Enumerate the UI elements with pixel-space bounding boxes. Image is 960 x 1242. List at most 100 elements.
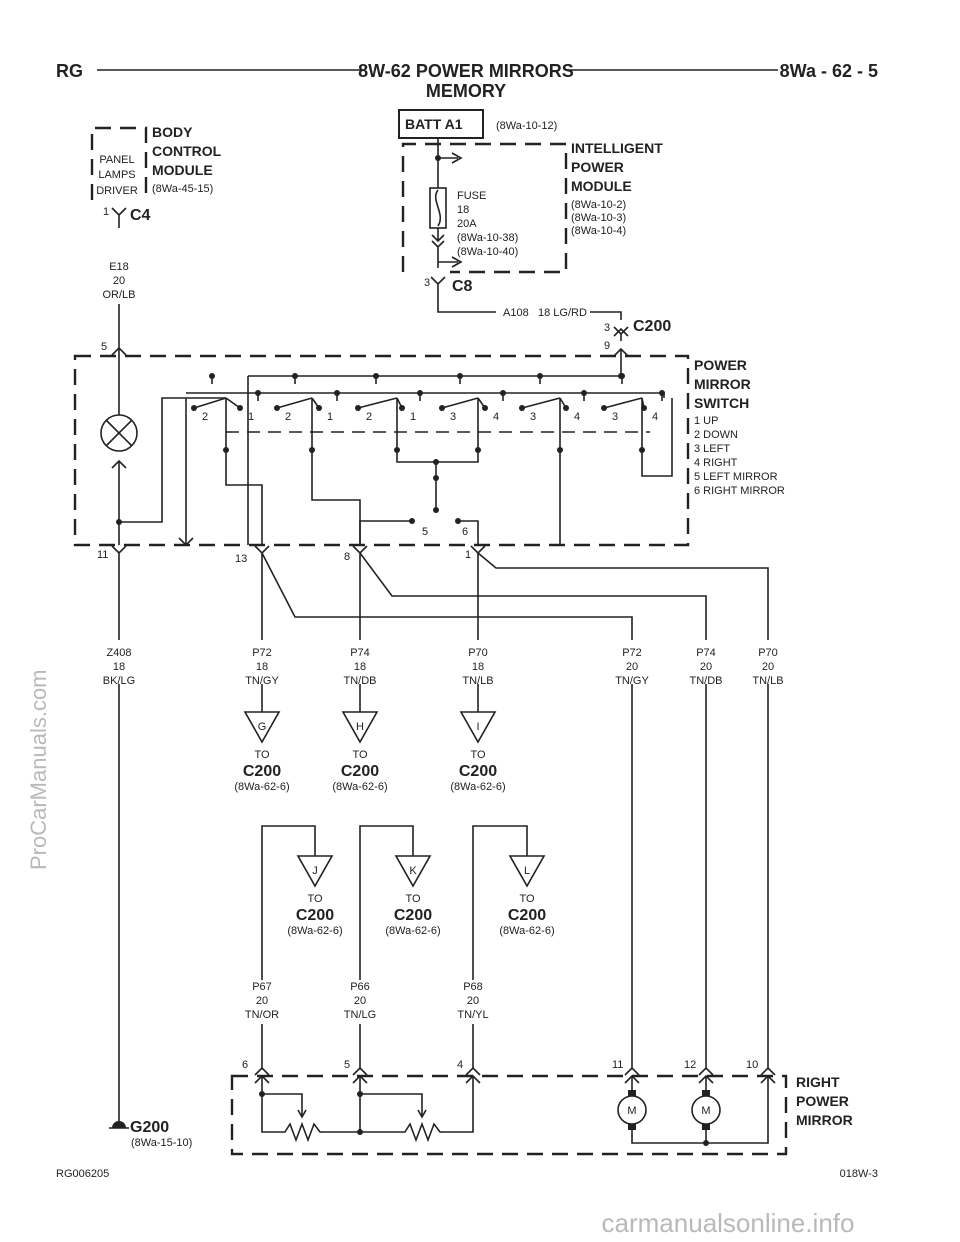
fuse-label-5: (8Wa-10-40) — [457, 246, 518, 258]
pms-legend-4: 4 RIGHT — [694, 457, 738, 469]
batt-a1-label: BATT A1 — [405, 116, 463, 132]
rpm-pin-4: 4 — [457, 1059, 463, 1071]
wire-e18-gauge: 20 — [113, 275, 125, 287]
ipm-connector: C8 — [452, 278, 473, 295]
offpage-to: TO — [405, 893, 421, 905]
low-wire-label: P67 — [252, 981, 272, 993]
pms-pin-11: 11 — [97, 549, 108, 561]
selector-6: 6 — [462, 526, 468, 538]
rpm-pin-5: 5 — [344, 1059, 350, 1071]
wire-e18-circuit: E18 — [109, 261, 129, 273]
footer-left: RG006205 — [56, 1168, 109, 1180]
offpage-conn: C200 — [394, 907, 432, 924]
pms-pin-13: 13 — [235, 553, 247, 565]
fuse-label-4: (8Wa-10-38) — [457, 232, 518, 244]
mid-wire-label: TN/GY — [245, 675, 279, 687]
bcm-ref: (8Wa-45-15) — [152, 183, 213, 195]
motor-2-label: M — [701, 1105, 710, 1117]
body-control-module: PANEL LAMPS DRIVER BODY CONTROL MODULE (… — [90, 124, 222, 228]
offpage-ref: (8Wa-62-6) — [450, 781, 505, 793]
selector-5: 5 — [422, 526, 428, 538]
switch-contact-label: 3 — [450, 411, 456, 423]
pms-pin-5: 5 — [101, 341, 107, 353]
offpage-letter: J — [312, 865, 318, 877]
ipm-ref-3: (8Wa-10-4) — [571, 225, 626, 237]
bcm-title-1: BODY — [152, 124, 193, 140]
rpm-pin-11: 11 — [612, 1059, 623, 1071]
pms-legend-2: 2 DOWN — [694, 429, 738, 441]
watermark-bottom: carmanualsonline.info — [602, 1208, 855, 1238]
switch-contact-label: 2 — [202, 411, 208, 423]
offpage-ref: (8Wa-62-6) — [385, 925, 440, 937]
motor-icon: M — [617, 1095, 647, 1125]
bcm-title-3: MODULE — [152, 162, 213, 178]
mid-wire-label: TN/DB — [344, 675, 377, 687]
mid-wire-label: P70 — [468, 647, 488, 659]
header-left: RG — [56, 61, 83, 81]
header-title-line1: 8W-62 POWER MIRRORS — [358, 61, 574, 81]
mid-wire-label: 20 — [762, 661, 774, 673]
low-wire-label: 20 — [256, 995, 268, 1007]
offpage-top-group: GTOC200(8Wa-62-6)HTOC200(8Wa-62-6)ITOC20… — [234, 684, 506, 793]
ipm-title-1: INTELLIGENT — [571, 140, 663, 156]
low-wire-label: 20 — [467, 995, 479, 1007]
offpage-to: TO — [470, 749, 486, 761]
mid-wire-label: 20 — [700, 661, 712, 673]
offpage-to: TO — [254, 749, 270, 761]
c200-top-pin-3: 3 — [604, 322, 610, 334]
bcm-title-2: CONTROL — [152, 143, 222, 159]
batt-a1-ref: (8Wa-10-12) — [496, 120, 557, 132]
rpm-title-1: RIGHT — [796, 1074, 840, 1090]
header-right: 8Wa - 62 - 5 — [780, 61, 878, 81]
mid-wire-label: P72 — [252, 647, 272, 659]
offpage-to: TO — [307, 893, 323, 905]
pms-pin-8: 8 — [344, 551, 350, 563]
pms-legend-3: 3 LEFT — [694, 443, 730, 455]
switch-contact-label: 4 — [652, 411, 658, 423]
switch-contact-label: 3 — [612, 411, 618, 423]
switch-contact-label: 2 — [366, 411, 372, 423]
mid-wire-label: 18 — [113, 661, 125, 673]
c200-top-pin-9: 9 — [604, 340, 610, 352]
bcm-connector: C4 — [130, 207, 151, 224]
pms-title-3: SWITCH — [694, 395, 749, 411]
ipm-ref-2: (8Wa-10-3) — [571, 212, 626, 224]
rpm-pin-6: 6 — [242, 1059, 248, 1071]
ground-icon — [112, 1121, 126, 1128]
ipm-title-2: POWER — [571, 159, 624, 175]
ipm-pin: 3 — [424, 277, 430, 289]
fuse-label-3: 20A — [457, 218, 477, 230]
batt-a1-box — [398, 109, 484, 139]
mid-wire-label: P74 — [350, 647, 370, 659]
mid-wire-label: 18 — [472, 661, 484, 673]
footer-right: 018W-3 — [840, 1168, 878, 1180]
ground-g200: G200 (8Wa-15-10) — [109, 1119, 192, 1149]
offpage-letter: H — [356, 721, 364, 733]
offpage-letter: G — [258, 721, 267, 733]
rpm-pin-10: 10 — [746, 1059, 758, 1071]
ground-label: G200 — [130, 1119, 169, 1136]
switch-contact-label: 2 — [285, 411, 291, 423]
rpm-pin-12: 12 — [684, 1059, 696, 1071]
bcm-pin: 1 — [103, 206, 109, 218]
low-wire-label: TN/YL — [457, 1009, 488, 1021]
mid-wire-label: TN/GY — [615, 675, 649, 687]
offpage-conn: C200 — [341, 763, 379, 780]
pms-title-1: POWER — [694, 357, 747, 373]
motor-icon: M — [691, 1095, 721, 1125]
rpm-title-3: MIRROR — [796, 1112, 853, 1128]
c200-top-label: C200 — [633, 318, 671, 335]
mid-wiring — [118, 552, 769, 640]
mid-wire-label: TN/LB — [462, 675, 493, 687]
ipm-title-3: MODULE — [571, 178, 632, 194]
pms-legend-6: 6 RIGHT MIRROR — [694, 485, 785, 497]
power-mirror-switch: POWER MIRROR SWITCH 1 UP 2 DOWN 3 LEFT 4… — [73, 341, 785, 565]
lamp-icon — [100, 414, 138, 452]
